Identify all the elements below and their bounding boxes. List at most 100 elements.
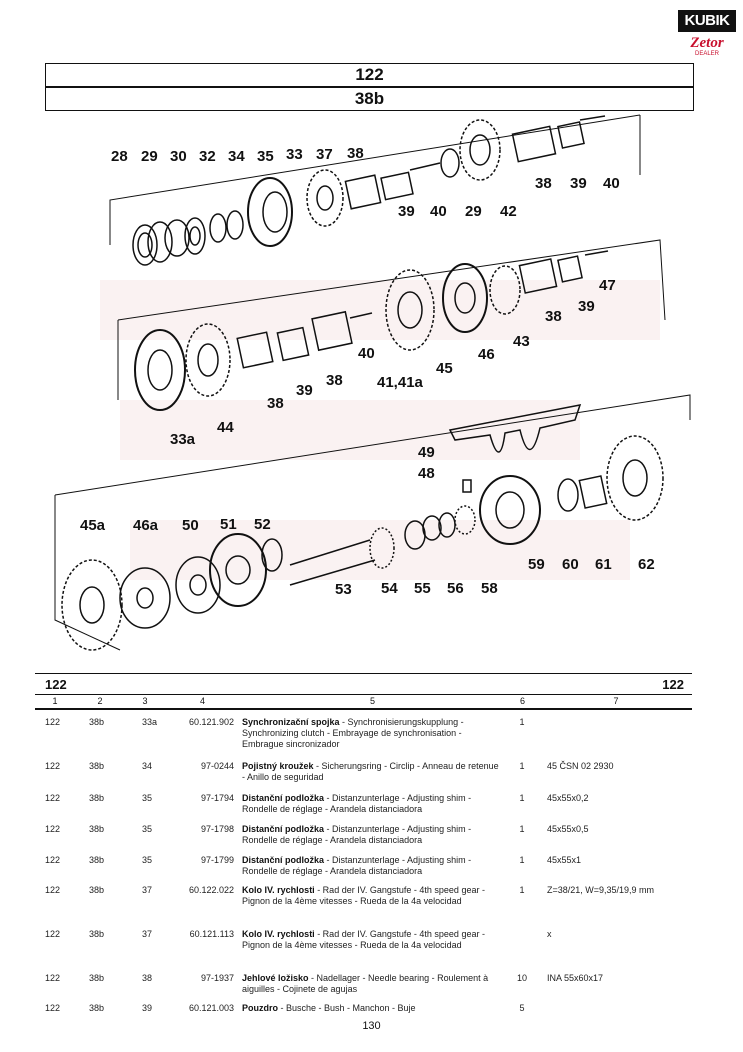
part-name: Pojistný kroužek bbox=[242, 761, 314, 771]
table-cell-c1: 122 bbox=[45, 824, 61, 834]
table-cell-note: INA 55x60x17 bbox=[547, 973, 604, 983]
part-name: Jehlové ložisko bbox=[242, 973, 309, 983]
callout-54: 54 bbox=[381, 580, 398, 597]
row2-parts bbox=[134, 250, 609, 411]
table-cell-c3: 35 bbox=[142, 855, 153, 865]
part-name: Distanční podložka bbox=[242, 793, 325, 803]
table-cell-note: x bbox=[547, 929, 552, 939]
table-cell-description: Synchronizační spojka - Synchronisierung… bbox=[242, 717, 502, 750]
table-cell-c2: 38b bbox=[89, 929, 105, 939]
part-name: Pouzdro bbox=[242, 1003, 278, 1013]
callout-46: 46 bbox=[478, 346, 495, 363]
callout-33a: 33a bbox=[170, 431, 196, 448]
callout-59: 59 bbox=[528, 556, 545, 573]
callout-60: 60 bbox=[562, 556, 579, 573]
table-cell-c2: 38b bbox=[89, 1003, 105, 1013]
table-cell-c1: 122 bbox=[45, 717, 61, 727]
callout-56: 56 bbox=[447, 580, 464, 597]
table-cell-c4: 60.121.003 bbox=[188, 1003, 234, 1013]
section-number: 38b bbox=[354, 89, 385, 108]
table-cell-c3: 34 bbox=[142, 761, 153, 771]
table-group-row: 122 122 bbox=[35, 674, 692, 695]
table-cell-c3: 39 bbox=[142, 1003, 153, 1013]
table-group-right: 122 bbox=[662, 677, 684, 692]
logo-sub: Zetor bbox=[690, 35, 724, 51]
table-cell-c4: 97-1794 bbox=[200, 793, 234, 803]
table-cell-c4: 60.121.902 bbox=[188, 717, 234, 727]
callout-44: 44 bbox=[217, 419, 234, 436]
part-name: Synchronizační spojka bbox=[242, 717, 340, 727]
table-cell-qty: 10 bbox=[516, 973, 527, 983]
part-description: - Rad der IV. Gangstufe - 4th speed gear… bbox=[242, 929, 485, 950]
table-cell-note: Z=38/21, W=9,35/19,9 mm bbox=[547, 885, 655, 895]
callout-39d: 39 bbox=[296, 382, 313, 399]
part-name: Distanční podložka bbox=[242, 855, 325, 865]
table-cell-description: Pouzdro - Busche - Bush - Manchon - Buje bbox=[242, 1003, 502, 1014]
col-header-7: 7 bbox=[613, 696, 619, 706]
section-header: 38b bbox=[45, 87, 694, 111]
callout-38: 38 bbox=[347, 145, 364, 162]
table-cell-c1: 122 bbox=[45, 1003, 61, 1013]
table-cell-note: 45x55x0,5 bbox=[547, 824, 589, 834]
part-description: - Nadellager - Needle bearing - Roulemen… bbox=[242, 973, 489, 994]
panel-3 bbox=[54, 394, 691, 651]
callout-41-41a: 41,41a bbox=[377, 374, 424, 391]
table-cell-c2: 38b bbox=[89, 793, 105, 803]
callout-40b: 40 bbox=[603, 175, 620, 192]
table-group-left: 122 bbox=[45, 677, 67, 692]
callout-33: 33 bbox=[286, 146, 303, 163]
callout-58: 58 bbox=[481, 580, 498, 597]
callouts-row3: 49 48 45a 46a 50 51 52 53 54 55 56 58 59… bbox=[80, 444, 655, 598]
table-cell-description: Kolo IV. rychlosti - Rad der IV. Gangstu… bbox=[242, 929, 502, 951]
callout-38e: 38 bbox=[267, 395, 284, 412]
callout-29b: 29 bbox=[465, 203, 482, 220]
callout-39b: 39 bbox=[570, 175, 587, 192]
exploded-parts-diagram: 28 29 30 32 34 35 33 37 38 39 40 29 42 3… bbox=[54, 114, 691, 651]
callout-37: 37 bbox=[316, 146, 333, 163]
group-number: 122 bbox=[355, 65, 384, 84]
watermark bbox=[100, 280, 660, 580]
table-cell-c1: 122 bbox=[45, 885, 61, 895]
callout-38b: 38 bbox=[535, 175, 552, 192]
callout-35: 35 bbox=[257, 148, 274, 165]
table-cell-qty: 1 bbox=[519, 793, 525, 803]
callout-45a: 45a bbox=[80, 517, 106, 534]
table-cell-c2: 38b bbox=[89, 855, 105, 865]
table-cell-c2: 38b bbox=[89, 885, 105, 895]
part-description: - Distanzunterlage - Adjusting shim - Ro… bbox=[242, 793, 472, 814]
kubik-zetor-logo: KUBIK Zetor DEALER bbox=[678, 10, 736, 60]
table-column-headers: 1 2 3 4 5 6 7 bbox=[35, 695, 692, 709]
panel-2 bbox=[117, 239, 666, 400]
callouts-row1: 28 29 30 32 34 35 33 37 38 39 40 29 42 3… bbox=[111, 145, 620, 220]
callout-61: 61 bbox=[595, 556, 612, 573]
table-cell-qty: 1 bbox=[519, 761, 525, 771]
logo-brand: KUBIK bbox=[678, 10, 736, 32]
col-header-3: 3 bbox=[142, 696, 148, 706]
callout-34: 34 bbox=[228, 148, 245, 165]
callout-39: 39 bbox=[398, 203, 415, 220]
callout-48: 48 bbox=[418, 465, 435, 482]
table-cell-c4: 60.121.113 bbox=[189, 929, 234, 939]
part-name: Kolo IV. rychlosti bbox=[242, 885, 315, 895]
logo-tag: DEALER bbox=[694, 51, 719, 57]
callout-45: 45 bbox=[436, 360, 453, 377]
callout-43: 43 bbox=[513, 333, 530, 350]
col-header-2: 2 bbox=[97, 696, 103, 706]
group-header: 122 bbox=[45, 63, 694, 87]
part-description: - Rad der IV. Gangstufe - 4th speed gear… bbox=[242, 885, 485, 906]
table-cell-c4: 97-0244 bbox=[200, 761, 234, 771]
table-cell-c3: 37 bbox=[142, 929, 153, 939]
part-description: - Busche - Bush - Manchon - Buje bbox=[278, 1003, 416, 1013]
row1-parts bbox=[132, 115, 606, 266]
table-cell-c2: 38b bbox=[89, 717, 105, 727]
callout-29: 29 bbox=[141, 148, 158, 165]
table-cell-description: Distanční podložka - Distanzunterlage - … bbox=[242, 855, 502, 877]
part-name: Kolo IV. rychlosti bbox=[242, 929, 315, 939]
table-cell-note: 45x55x1 bbox=[547, 855, 582, 865]
